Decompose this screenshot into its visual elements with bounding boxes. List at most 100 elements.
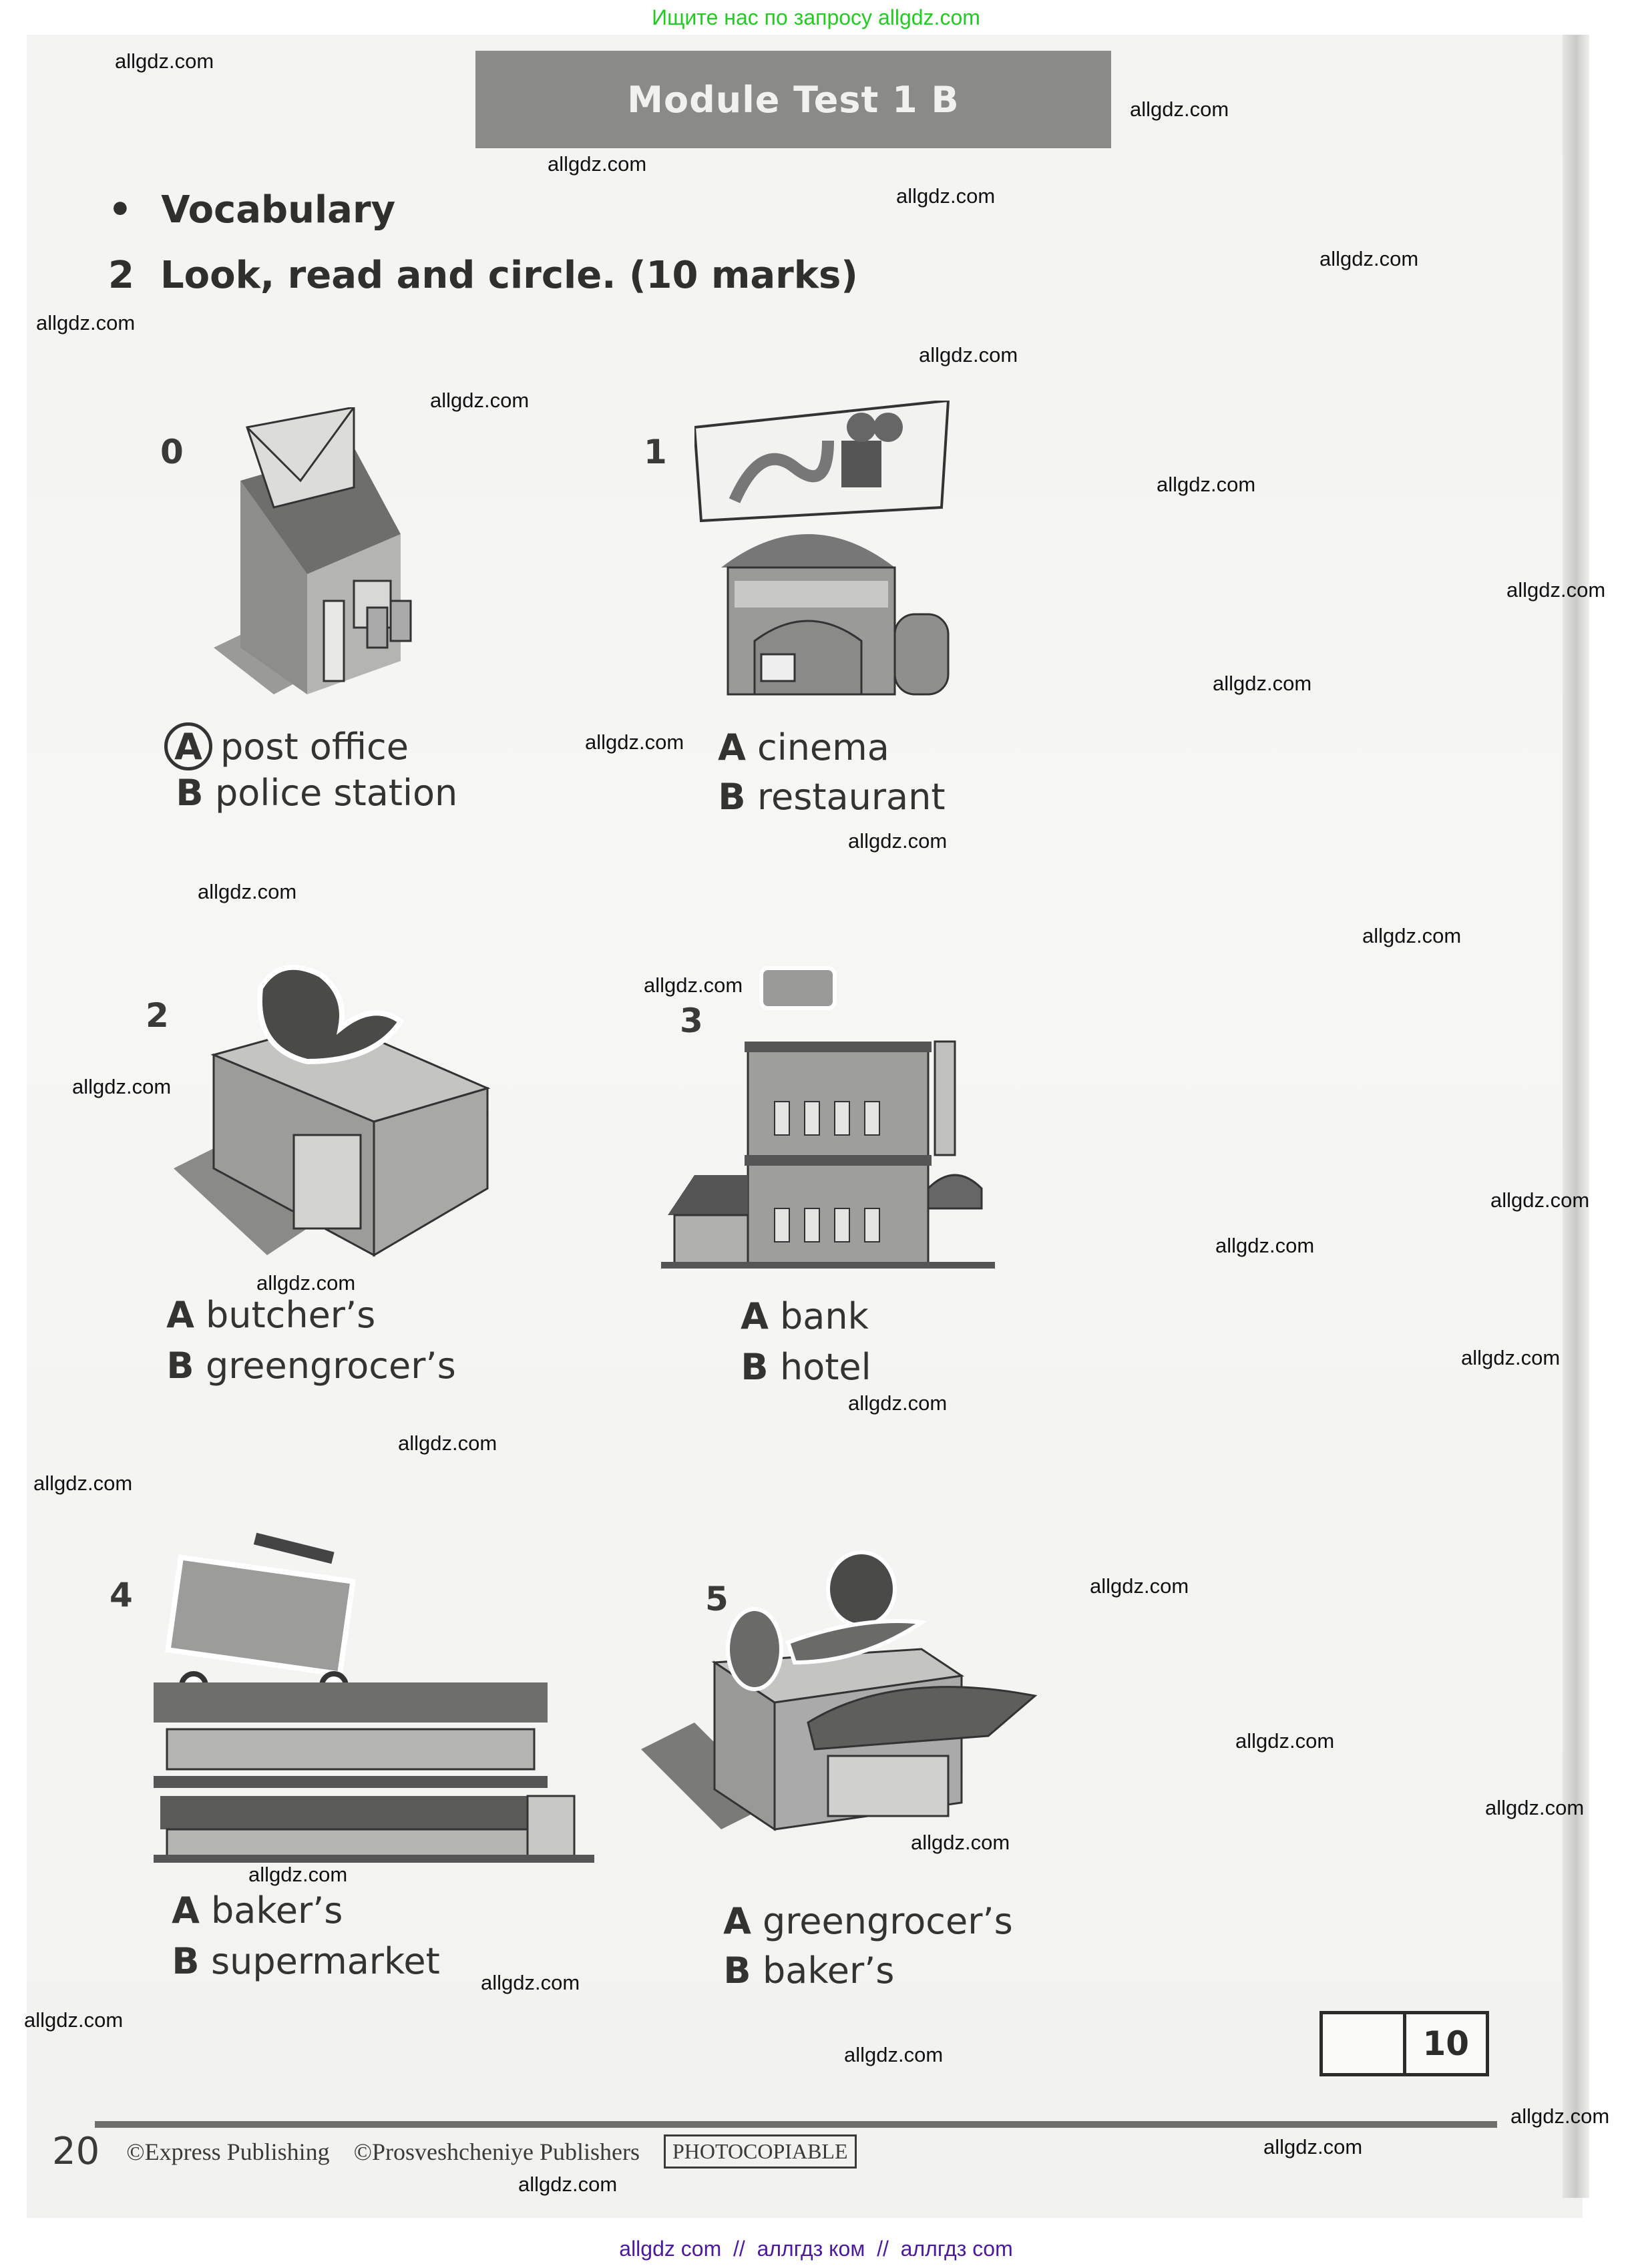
watermark-text: allgdz.com [1490,1188,1590,1212]
watermark-text: allgdz.com [911,1831,1010,1854]
watermark-text: allgdz.com [1235,1729,1335,1753]
photocopiable-badge: PHOTOCOPIABLE [663,2134,857,2169]
option-text: butcher’s [206,1294,376,1336]
post-office-illustration-icon [214,407,412,694]
footer-divider [95,2121,1497,2128]
watermark-text: allgdz.com [1510,2104,1610,2128]
watermark-text: allgdz.com [33,1471,133,1495]
item-1-option-a[interactable]: A cinema [706,726,889,768]
greengrocer-shop-illustration-icon [641,1550,1038,1831]
supermarket-illustration-icon [154,1532,594,1863]
option-text: supermarket [211,1940,440,1982]
item-number-3: 3 [680,1001,703,1040]
option-text: police station [215,772,458,814]
section-heading: • Vocabulary [108,188,395,232]
item-5-option-b[interactable]: B baker’s [712,1950,894,1992]
watermark-text: allgdz.com [248,1863,348,1886]
publisher-credit-2: ©Prosveshcheniye Publishers [353,2138,640,2165]
top-banner: Ищите нас по запросу allgdz.com [652,5,980,29]
butcher-shop-illustration-icon [174,964,491,1257]
watermark-text: allgdz.com [848,829,948,853]
page-number: 20 [52,2130,100,2173]
option-letter: B [166,1345,194,1387]
watermark-text: allgdz.com [896,184,996,208]
watermark-text: allgdz.com [1215,1234,1315,1257]
watermark-text: allgdz.com [1263,2135,1363,2159]
watermark-text: allgdz.com [919,343,1018,367]
option-text: cinema [757,726,889,768]
option-letter: B [741,1346,769,1388]
watermark-text: allgdz.com [36,311,136,334]
option-letter-circled: A [164,722,212,770]
watermark-text: allgdz.com [1485,1796,1585,1819]
watermark-text: allgdz.com [256,1271,356,1295]
item-0-option-a[interactable]: A post office [164,722,409,770]
watermark-text: allgdz.com [1319,247,1419,270]
item-4-option-b[interactable]: B supermarket [160,1940,440,1982]
option-letter: A [166,1294,194,1336]
watermark-text: allgdz.com [518,2173,618,2196]
item-number-2: 2 [146,996,169,1035]
item-number-1: 1 [644,433,667,471]
item-2-option-b[interactable]: B greengrocer’s [155,1345,456,1387]
page-title: Module Test 1 B [475,51,1111,148]
watermark-text: allgdz.com [1157,473,1256,496]
bullet: • [108,188,132,232]
watermark-text: allgdz.com [844,2043,944,2066]
option-letter: A [718,726,746,768]
watermark-text: allgdz.com [198,880,297,903]
option-text: restaurant [757,776,946,818]
hotel-illustration-icon [661,966,995,1269]
watermark-text: allgdz.com [548,152,647,176]
option-text: hotel [780,1346,871,1388]
item-number-4: 4 [110,1576,133,1614]
watermark-text: allgdz.com [1213,672,1312,695]
score-box: 10 [1319,2011,1489,2076]
option-letter: A [723,1900,751,1942]
item-1-option-b[interactable]: B restaurant [706,776,946,818]
option-letter: A [172,1889,200,1932]
publisher-credit-1: ©Express Publishing [126,2138,330,2165]
watermark-text: allgdz.com [1506,578,1606,602]
item-2-option-a[interactable]: A butcher’s [155,1294,375,1336]
option-text: baker’s [763,1950,895,1992]
bottom-banner: allgdz com // аллгдз ком // аллгдз com [619,2237,1013,2261]
watermark-text: allgdz.com [1362,924,1462,947]
option-letter: B [172,1940,200,1982]
watermark-text: allgdz.com [644,973,743,997]
option-text: greengrocer’s [763,1900,1013,1942]
watermark-text: allgdz.com [481,1971,580,1994]
exercise-instruction: 2 Look, read and circle. (10 marks) [108,254,858,297]
item-0-option-b[interactable]: B police station [164,772,457,814]
watermark-text: allgdz.com [1130,97,1229,121]
item-5-option-a[interactable]: A greengrocer’s [712,1900,1013,1942]
item-number-5: 5 [705,1580,729,1618]
watermark-text: allgdz.com [115,49,214,73]
score-earned-field[interactable] [1323,2014,1403,2073]
page-footer: 20 ©Express Publishing ©Prosveshcheniye … [52,2130,857,2173]
option-letter: A [741,1295,769,1337]
watermark-text: allgdz.com [398,1431,497,1455]
option-letter: B [176,772,204,814]
item-number-0: 0 [160,433,184,471]
cinema-illustration-icon [694,401,950,696]
score-total: 10 [1402,2014,1486,2073]
watermark-text: allgdz.com [848,1391,948,1415]
item-3-option-a[interactable]: A bank [729,1295,869,1337]
option-letter: B [723,1950,751,1992]
option-text: greengrocer’s [206,1345,456,1387]
option-letter: B [718,776,746,818]
item-4-option-a[interactable]: A baker’s [160,1889,343,1932]
watermark-text: allgdz.com [72,1075,172,1098]
section-heading-text: Vocabulary [161,188,396,232]
watermark-text: allgdz.com [430,389,530,412]
watermark-text: allgdz.com [1090,1574,1189,1598]
watermark-text: allgdz.com [1461,1346,1561,1369]
watermark-text: allgdz.com [585,730,684,754]
option-text: post office [220,725,409,768]
item-3-option-b[interactable]: B hotel [729,1346,871,1388]
option-text: baker’s [211,1889,343,1932]
watermark-text: allgdz.com [24,2008,124,2032]
page-spine-shadow [1563,35,1589,2198]
option-text: bank [780,1295,869,1337]
